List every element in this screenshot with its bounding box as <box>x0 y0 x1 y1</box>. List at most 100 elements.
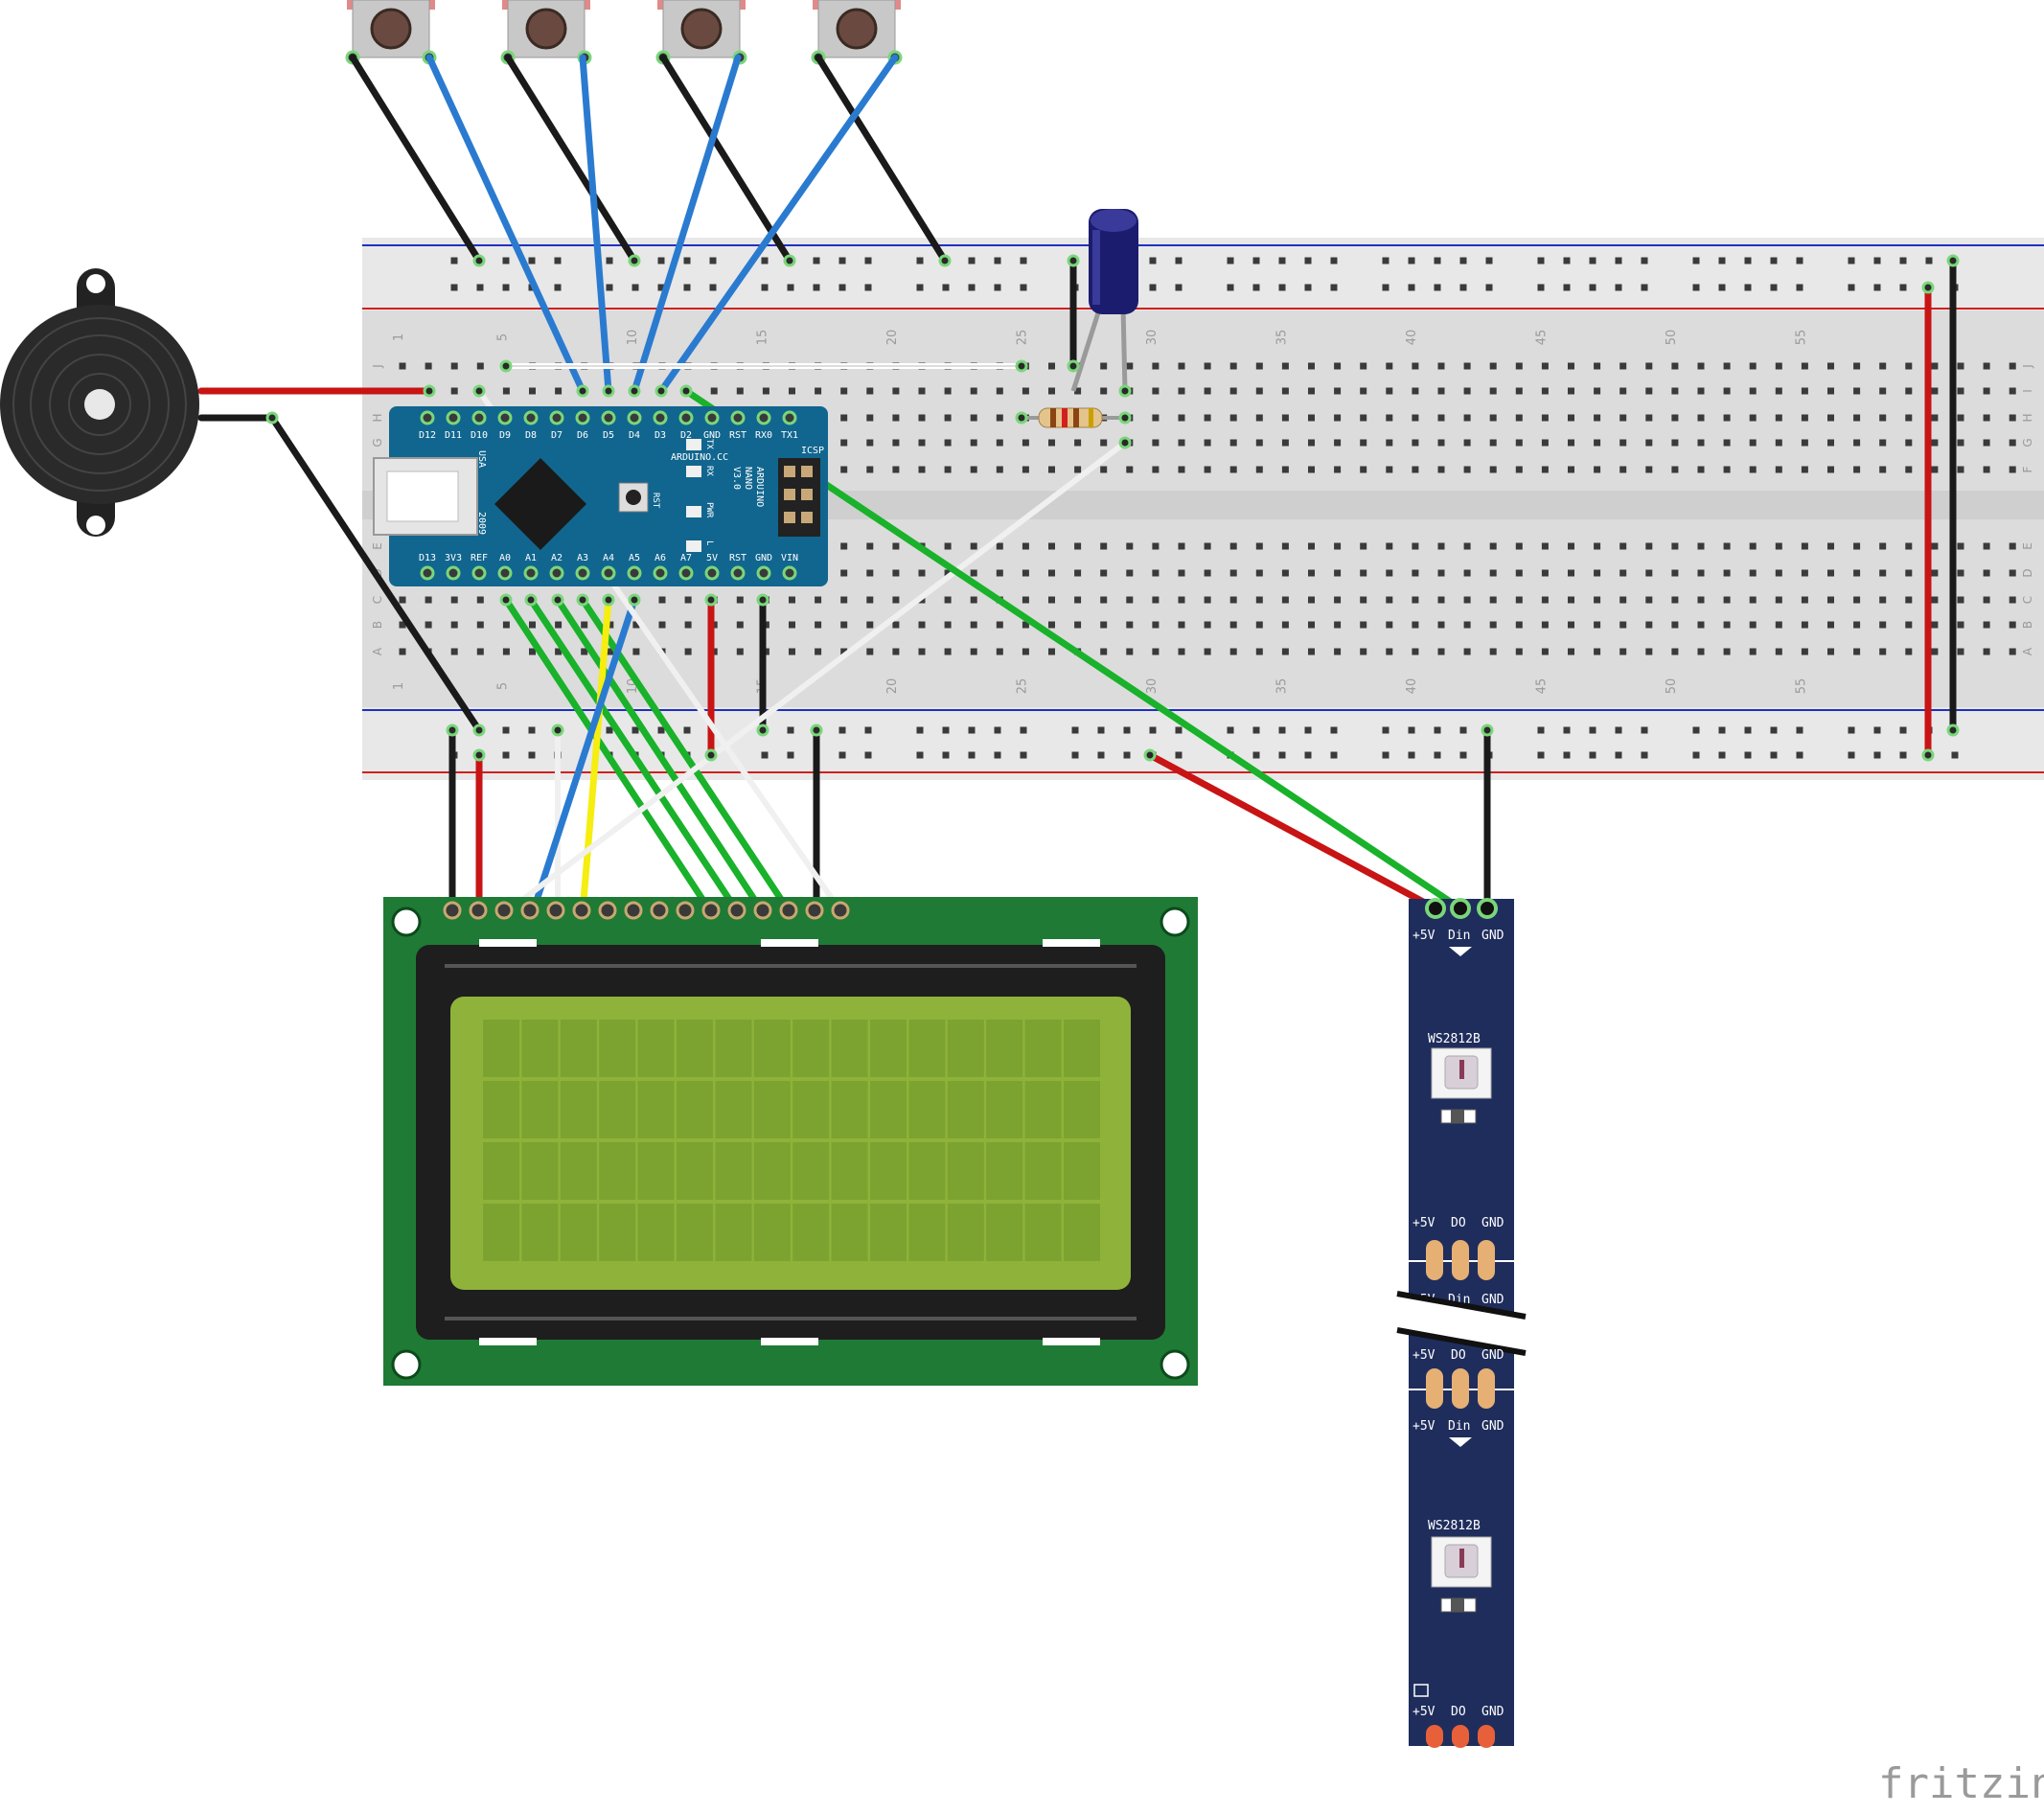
breadboard-hole[interactable] <box>1697 466 1705 473</box>
breadboard-hole[interactable] <box>1126 648 1134 655</box>
rail-hole[interactable] <box>994 284 1001 291</box>
rail-hole[interactable] <box>502 284 510 291</box>
rail-hole[interactable] <box>502 726 510 734</box>
breadboard-hole[interactable] <box>1360 439 1367 447</box>
breadboard-hole[interactable] <box>1360 596 1367 604</box>
breadboard-hole[interactable] <box>1775 414 1782 422</box>
rail-hole[interactable] <box>1537 284 1545 291</box>
breadboard-hole[interactable] <box>1801 569 1808 577</box>
breadboard-hole[interactable] <box>1541 362 1549 370</box>
rail-hole[interactable] <box>1330 257 1338 264</box>
breadboard-hole[interactable] <box>918 569 926 577</box>
breadboard-hole[interactable] <box>1515 362 1523 370</box>
rail-hole[interactable] <box>1408 284 1415 291</box>
rail-hole[interactable] <box>1718 726 1726 734</box>
breadboard-hole[interactable] <box>1801 387 1808 395</box>
breadboard-hole[interactable] <box>1983 542 1990 550</box>
breadboard-hole[interactable] <box>1619 362 1627 370</box>
breadboard-hole[interactable] <box>1386 439 1393 447</box>
breadboard-hole[interactable] <box>529 387 536 395</box>
rail-hole[interactable] <box>1770 284 1778 291</box>
rail-hole[interactable] <box>1589 284 1596 291</box>
breadboard-hole[interactable] <box>1931 542 1939 550</box>
breadboard-hole[interactable] <box>1905 362 1913 370</box>
rail-hole[interactable] <box>1589 257 1596 264</box>
breadboard-hole[interactable] <box>1905 414 1913 422</box>
breadboard-hole[interactable] <box>1957 542 1964 550</box>
rail-hole[interactable] <box>1459 257 1467 264</box>
breadboard-hole[interactable] <box>1204 439 1211 447</box>
breadboard-hole[interactable] <box>1594 362 1601 370</box>
breadboard-hole[interactable] <box>1308 596 1315 604</box>
breadboard-hole[interactable] <box>1463 439 1471 447</box>
rail-hole[interactable] <box>1175 257 1183 264</box>
breadboard-hole[interactable] <box>892 542 900 550</box>
breadboard-hole[interactable] <box>1775 648 1782 655</box>
breadboard-hole[interactable] <box>1827 466 1834 473</box>
breadboard-hole[interactable] <box>1905 387 1913 395</box>
breadboard-hole[interactable] <box>1983 387 1990 395</box>
breadboard-hole[interactable] <box>1152 466 1160 473</box>
breadboard-hole[interactable] <box>1931 362 1939 370</box>
breadboard-hole[interactable] <box>1619 648 1627 655</box>
breadboard-hole[interactable] <box>1386 569 1393 577</box>
breadboard-hole[interactable] <box>425 362 432 370</box>
breadboard-hole[interactable] <box>1594 387 1601 395</box>
breadboard-hole[interactable] <box>892 414 900 422</box>
breadboard-hole[interactable] <box>1515 439 1523 447</box>
breadboard-hole[interactable] <box>1255 439 1263 447</box>
breadboard-hole[interactable] <box>1983 621 1990 629</box>
breadboard-hole[interactable] <box>1827 621 1834 629</box>
breadboard-hole[interactable] <box>1749 596 1757 604</box>
breadboard-hole[interactable] <box>1048 387 1055 395</box>
breadboard-hole[interactable] <box>1360 387 1367 395</box>
rail-hole[interactable] <box>1615 257 1622 264</box>
breadboard-hole[interactable] <box>2009 362 2016 370</box>
breadboard-hole[interactable] <box>1281 439 1289 447</box>
rail-hole[interactable] <box>942 284 950 291</box>
breadboard-hole[interactable] <box>1360 569 1367 577</box>
breadboard-hole[interactable] <box>1697 621 1705 629</box>
breadboard-hole[interactable] <box>1255 466 1263 473</box>
breadboard-hole[interactable] <box>1100 362 1108 370</box>
breadboard-hole[interactable] <box>1697 414 1705 422</box>
breadboard-hole[interactable] <box>1541 621 1549 629</box>
rail-hole[interactable] <box>1873 284 1881 291</box>
rail-hole[interactable] <box>1408 726 1415 734</box>
breadboard-hole[interactable] <box>1568 362 1574 370</box>
breadboard-hole[interactable] <box>1671 621 1679 629</box>
rail-hole[interactable] <box>1485 284 1493 291</box>
breadboard-hole[interactable] <box>1126 466 1134 473</box>
rail-hole[interactable] <box>1873 257 1881 264</box>
rail-hole[interactable] <box>1615 751 1622 759</box>
breadboard-hole[interactable] <box>555 648 563 655</box>
breadboard-hole[interactable] <box>1360 648 1367 655</box>
breadboard-hole[interactable] <box>1386 542 1393 550</box>
breadboard-hole[interactable] <box>970 414 977 422</box>
breadboard-hole[interactable] <box>1489 439 1497 447</box>
breadboard-hole[interactable] <box>1048 542 1055 550</box>
breadboard-hole[interactable] <box>1334 648 1342 655</box>
breadboard-hole[interactable] <box>1697 648 1705 655</box>
rail-hole[interactable] <box>1330 284 1338 291</box>
breadboard-hole[interactable] <box>944 414 952 422</box>
breadboard-hole[interactable] <box>1541 439 1549 447</box>
breadboard-hole[interactable] <box>1957 362 1964 370</box>
breadboard-hole[interactable] <box>1437 621 1445 629</box>
breadboard-hole[interactable] <box>1541 414 1549 422</box>
breadboard-hole[interactable] <box>425 621 432 629</box>
breadboard-hole[interactable] <box>1775 542 1782 550</box>
breadboard-hole[interactable] <box>1749 621 1757 629</box>
breadboard-hole[interactable] <box>1463 414 1471 422</box>
breadboard-hole[interactable] <box>1515 387 1523 395</box>
breadboard-hole[interactable] <box>840 596 848 604</box>
breadboard-hole[interactable] <box>1281 648 1289 655</box>
breadboard-hole[interactable] <box>1983 596 1990 604</box>
breadboard-hole[interactable] <box>1801 542 1808 550</box>
rail-hole[interactable] <box>1278 751 1286 759</box>
breadboard-hole[interactable] <box>1775 596 1782 604</box>
rail-hole[interactable] <box>1330 751 1338 759</box>
breadboard-hole[interactable] <box>1308 542 1315 550</box>
breadboard-hole[interactable] <box>1515 648 1523 655</box>
breadboard-hole[interactable] <box>1775 362 1782 370</box>
